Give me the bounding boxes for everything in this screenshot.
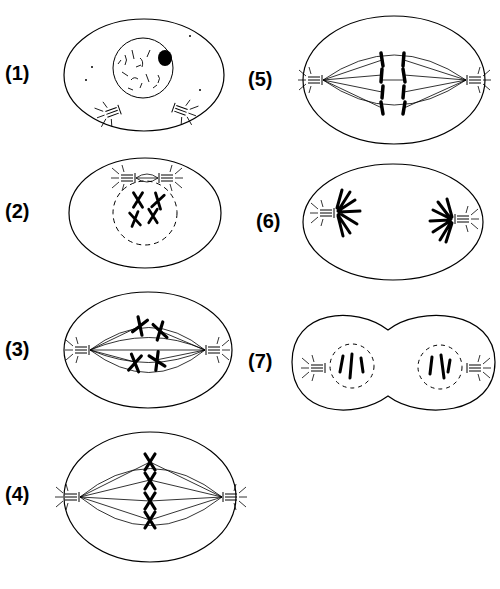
prophase-cell [69,158,221,268]
stage-number: (5) [248,68,272,90]
cytokinesis-cell-part [301,355,325,381]
metaphase-cell-part [145,512,155,528]
prometaphase-cell-part [65,337,89,363]
anaphase-cell-part [323,55,466,108]
prophase-cell-part [159,165,183,191]
prometaphase-cell-part [153,322,167,340]
cytokinesis-cell [292,315,495,410]
prometaphase-cell-part [129,354,142,371]
prophase-cell-part [136,174,158,182]
stage-number: (1) [5,62,29,84]
interphase-cell-part [169,95,200,128]
metaphase-cell-part [145,473,155,489]
prophase-cell-part [69,158,221,268]
prometaphase-cell-part [133,317,148,335]
telophase-cell-part [430,199,452,242]
anaphase-cell [298,16,491,144]
telophase-cell [303,164,483,280]
prometaphase-cell-part [206,337,230,363]
telophase-cell-part [455,206,479,232]
interphase-cell-part [158,50,172,66]
anaphase-cell-part [303,16,485,144]
stage-number: (7) [248,350,272,372]
anaphase-cell-part [467,67,491,93]
stage-number: (6) [256,210,280,232]
metaphase-cell [55,432,247,562]
interphase-cell-part [189,35,191,37]
prophase-cell-part [134,193,143,207]
stage-number: (2) [5,200,29,222]
telophase-cell-part [310,200,334,226]
prometaphase-cell-part [90,326,205,373]
cytokinesis-cell-part [467,355,491,381]
prophase-cell-part [111,165,135,191]
cytokinesis-cell-part [418,345,462,389]
telophase-cell-part [303,164,483,280]
prophase-cell-part [130,212,141,227]
interphase-cell-part [91,66,93,68]
cytokinesis-cell-part [340,354,450,378]
stage-number: (4) [5,483,29,505]
prometaphase-cell-part [149,352,165,371]
metaphase-cell-part [145,493,155,509]
interphase-cell [64,19,224,131]
prophase-cell-part [113,181,177,245]
anaphase-cell-part [298,67,322,93]
metaphase-cell-part [145,454,155,470]
cytokinesis-cell-part [292,315,495,410]
prophase-cell-part [149,209,158,223]
telophase-cell-part [337,190,360,236]
interphase-cell-part [118,50,160,90]
interphase-cell-part [85,79,87,81]
interphase-cell-part [64,19,224,131]
interphase-cell-part [199,89,201,91]
metaphase-cell-part [55,484,79,510]
prophase-cell-part [152,193,164,209]
metaphase-cell-part [64,432,236,562]
prometaphase-cell [64,292,232,408]
anaphase-cell-part [381,53,405,114]
interphase-cell-part [113,38,173,98]
stage-number: (3) [5,338,29,360]
metaphase-cell-part [223,484,247,510]
prometaphase-cell-part [64,292,232,408]
interphase-cell-part [93,97,124,130]
